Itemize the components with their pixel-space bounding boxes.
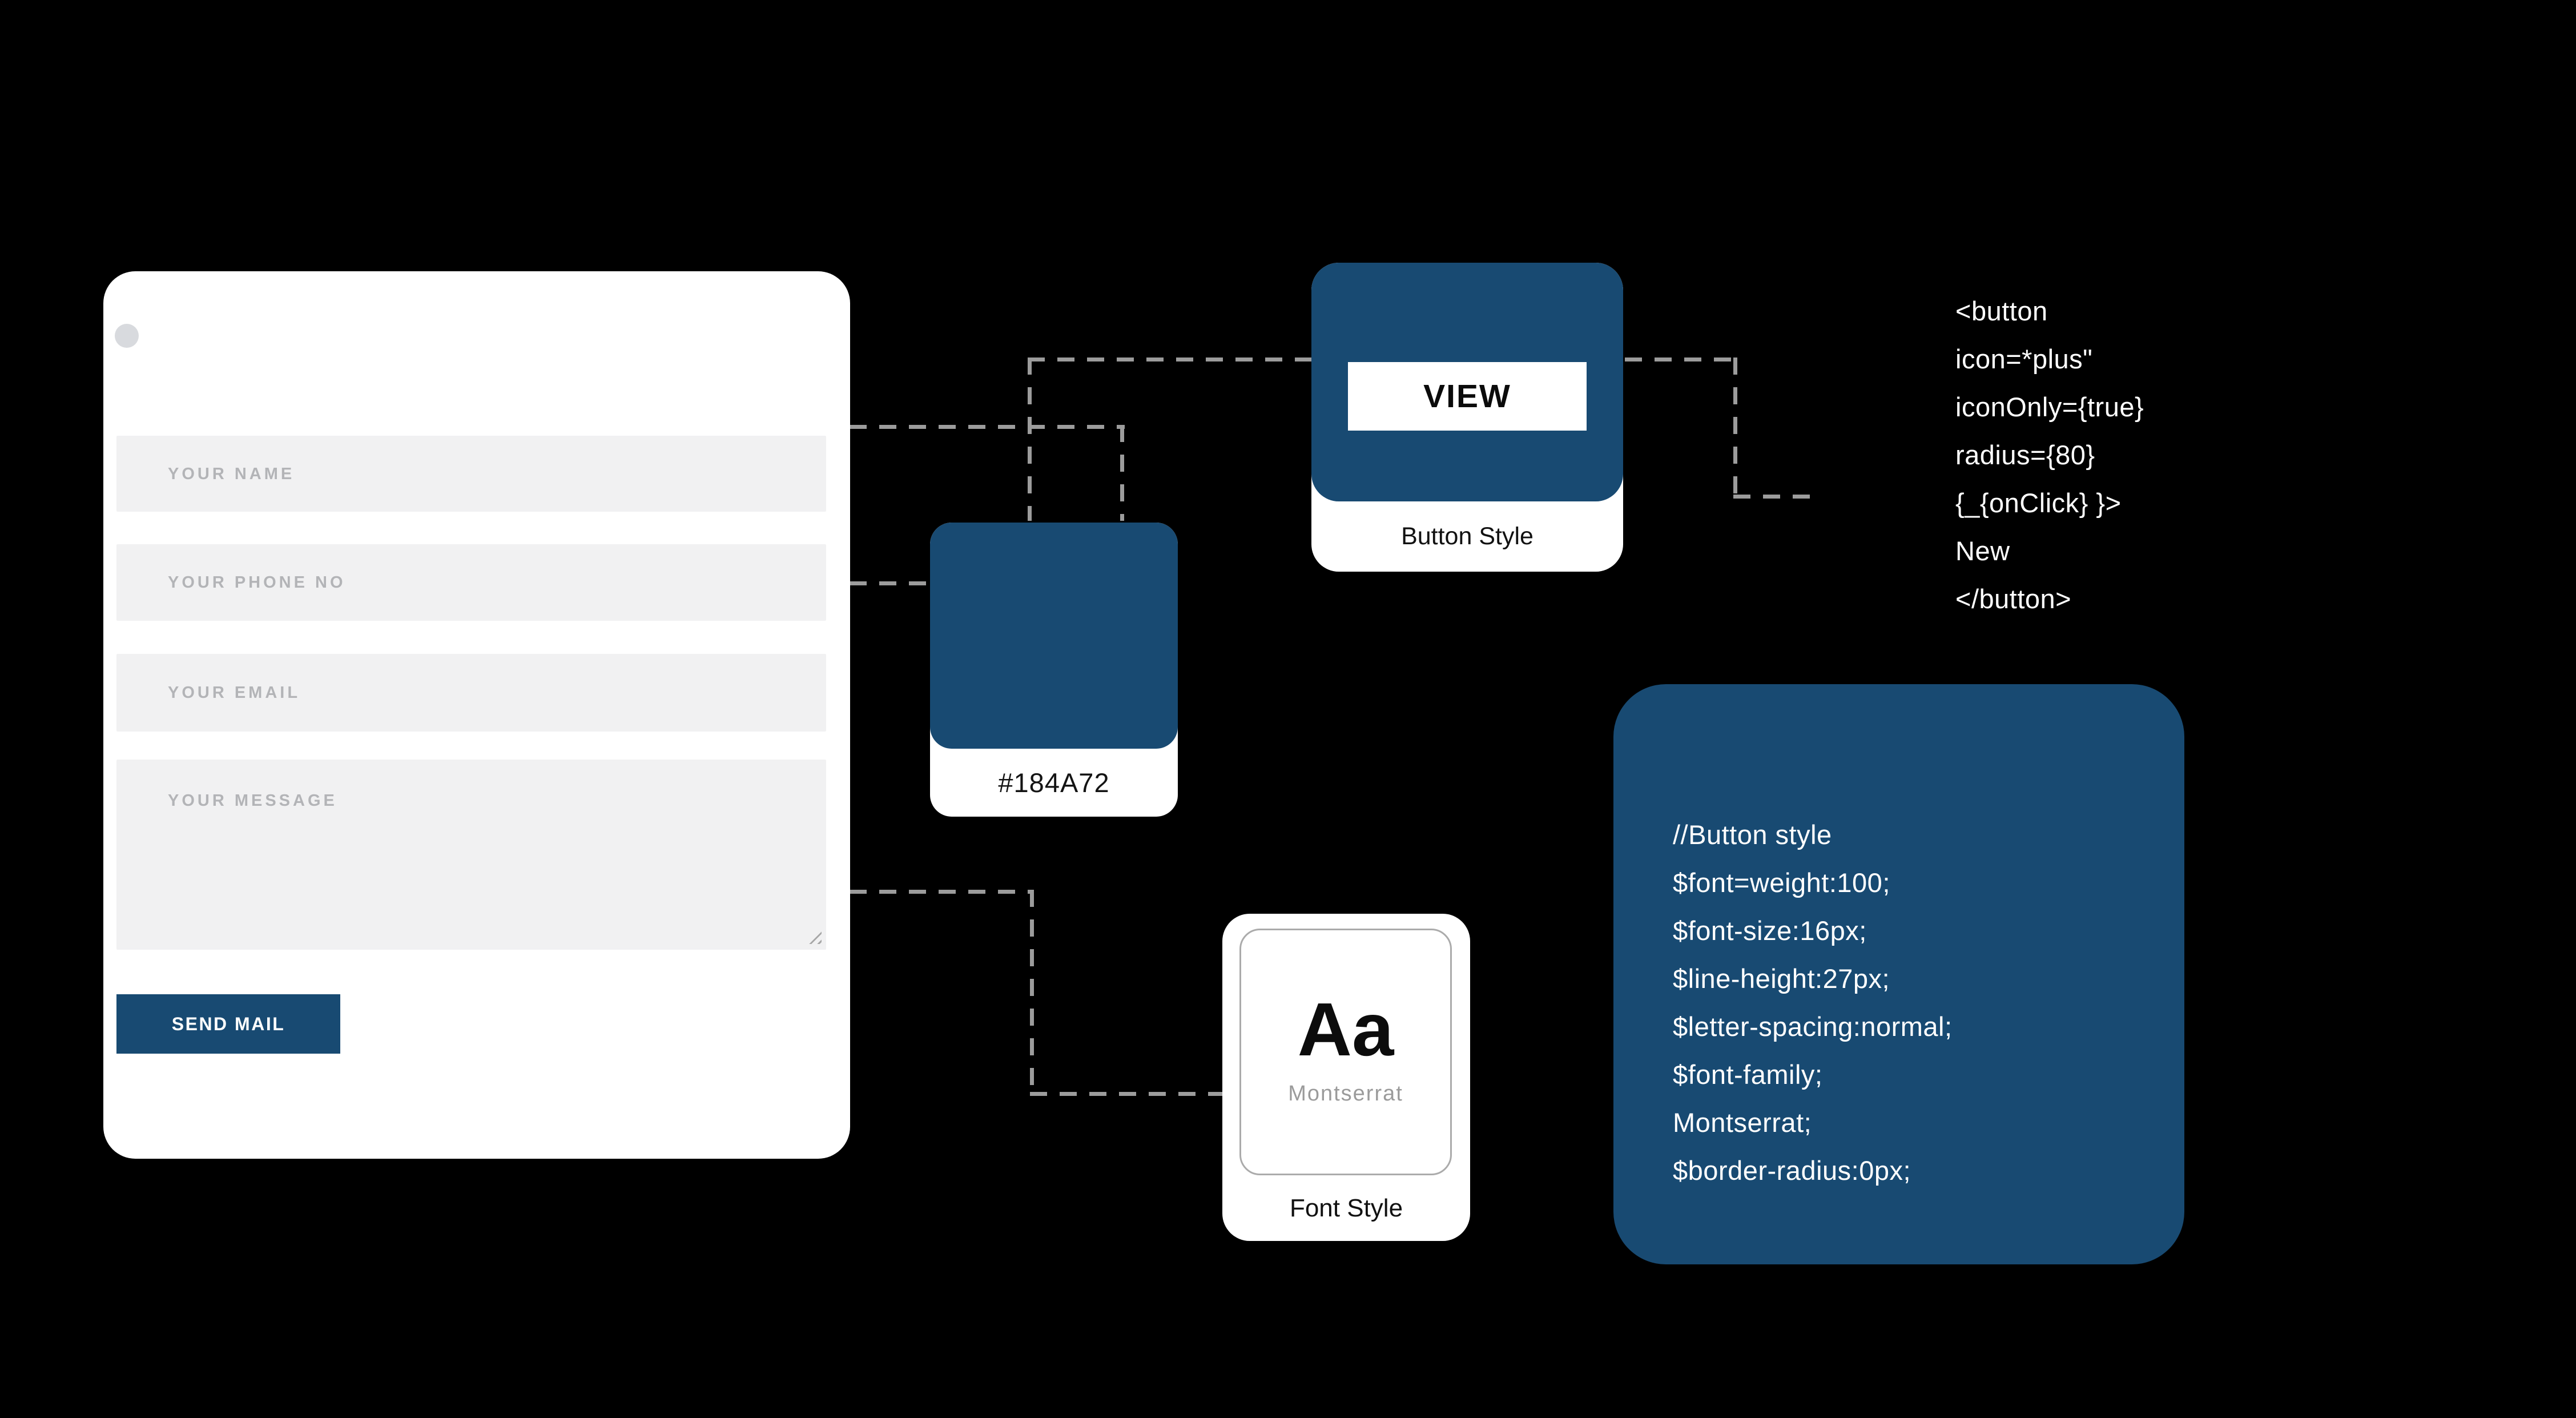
connector-line xyxy=(850,581,932,585)
style-code-card: //Button style $font=weight:100; $font-s… xyxy=(1613,684,2184,1264)
email-input[interactable] xyxy=(116,654,826,732)
code-line: $letter-spacing:normal; xyxy=(1673,1011,1953,1042)
send-mail-button[interactable]: SEND MAIL xyxy=(116,994,340,1054)
connector-line xyxy=(1030,890,1034,1095)
decorative-dot-icon xyxy=(115,324,139,348)
button-style-caption: Button Style xyxy=(1401,523,1533,550)
code-line: New xyxy=(1955,536,2010,566)
message-textarea[interactable] xyxy=(116,760,826,950)
color-swatch xyxy=(930,523,1178,749)
connector-line xyxy=(1030,1092,1224,1096)
code-line: //Button style xyxy=(1673,820,1832,850)
contact-form-card: SEND MAIL xyxy=(103,271,850,1159)
connector-line xyxy=(1733,357,1737,498)
phone-input[interactable] xyxy=(116,544,826,621)
code-line: icon=*plus" xyxy=(1955,344,2093,374)
code-line: iconOnly={true} xyxy=(1955,392,2144,422)
code-line: $border-radius:0px; xyxy=(1673,1155,1911,1186)
color-swatch-card: #184A72 xyxy=(930,523,1178,817)
code-line: $font-size:16px; xyxy=(1673,915,1867,946)
code-line: </button> xyxy=(1955,584,2072,614)
connector-line xyxy=(1028,357,1032,521)
connector-line xyxy=(1028,357,1311,361)
connector-line xyxy=(1733,495,1822,499)
connector-line xyxy=(1625,357,1736,361)
code-line: <button xyxy=(1955,296,2048,326)
connector-line xyxy=(850,890,1033,894)
font-specimen-box: Aa Montserrat xyxy=(1239,929,1452,1175)
color-hex-label: #184A72 xyxy=(998,768,1110,798)
button-preview-panel: VIEW xyxy=(1311,263,1623,501)
code-line: radius={80} xyxy=(1955,440,2095,470)
view-button[interactable]: VIEW xyxy=(1348,362,1587,431)
font-style-caption: Font Style xyxy=(1289,1194,1403,1222)
code-line: {_{onClick} }> xyxy=(1955,488,2122,518)
code-line: $line-height:27px; xyxy=(1673,963,1890,994)
button-code-snippet: <button icon=*plus" iconOnly={true} radi… xyxy=(1955,287,2144,623)
button-style-card: VIEW Button Style xyxy=(1311,263,1623,572)
code-line: Montserrat; xyxy=(1673,1107,1812,1138)
code-line: $font-family; xyxy=(1673,1059,1823,1090)
code-line: $font=weight:100; xyxy=(1673,867,1890,898)
font-specimen: Aa xyxy=(1297,987,1394,1072)
name-input[interactable] xyxy=(116,436,826,512)
font-name-label: Montserrat xyxy=(1288,1081,1403,1106)
style-code-snippet: //Button style $font=weight:100; $font-s… xyxy=(1673,811,1953,1195)
font-style-card: Aa Montserrat Font Style xyxy=(1222,914,1470,1241)
connector-line xyxy=(850,425,1125,429)
connector-line xyxy=(1120,425,1124,521)
